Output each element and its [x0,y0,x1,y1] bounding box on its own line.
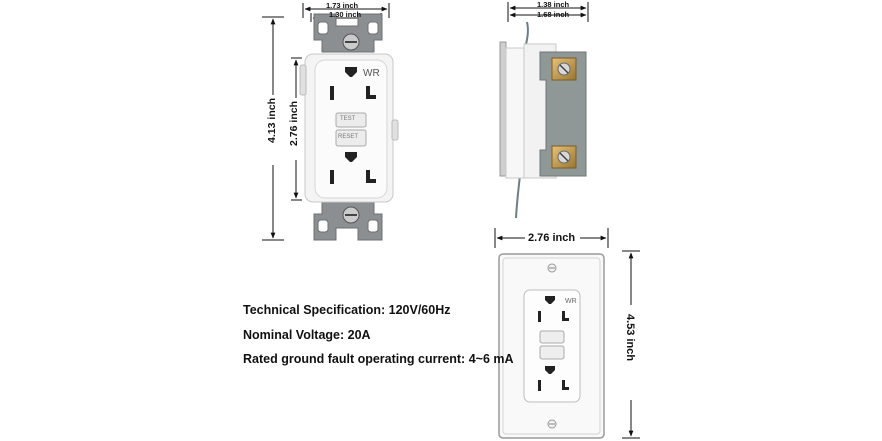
front-width-outer-label: 1.73 inch [326,1,359,10]
front-height-inner-label: 2.76 inch [288,101,300,146]
front-reset-button-label: RESET [338,134,359,140]
spec-ground-fault-current: Rated ground fault operating current: 4~… [243,352,514,366]
side-depth-dimension [507,2,589,22]
wall-plate [498,253,605,439]
plate-width-label: 2.76 inch [528,232,576,244]
spec-technical: Technical Specification: 120V/60Hz [243,303,451,317]
plate-height-dimension [622,250,640,439]
plate-brand-mark: WR [565,298,577,305]
spec-nominal-voltage: Nominal Voltage: 20A [243,328,371,342]
front-height-dimension [262,16,302,241]
side-depth-outer-label: 1.38 inch [537,0,570,9]
front-brand-mark: WR [363,68,380,79]
front-test-button-label: TEST [340,116,356,122]
plate-width-dimension [494,228,609,248]
front-receptacle [299,13,399,241]
front-height-outer-label: 4.13 inch [266,98,278,143]
side-depth-inner-label: 1.68 inch [537,10,570,19]
side-receptacle [499,21,587,219]
front-width-inner-label: 1.30 inch [329,10,362,19]
plate-height-label: 4.53 inch [624,314,636,362]
